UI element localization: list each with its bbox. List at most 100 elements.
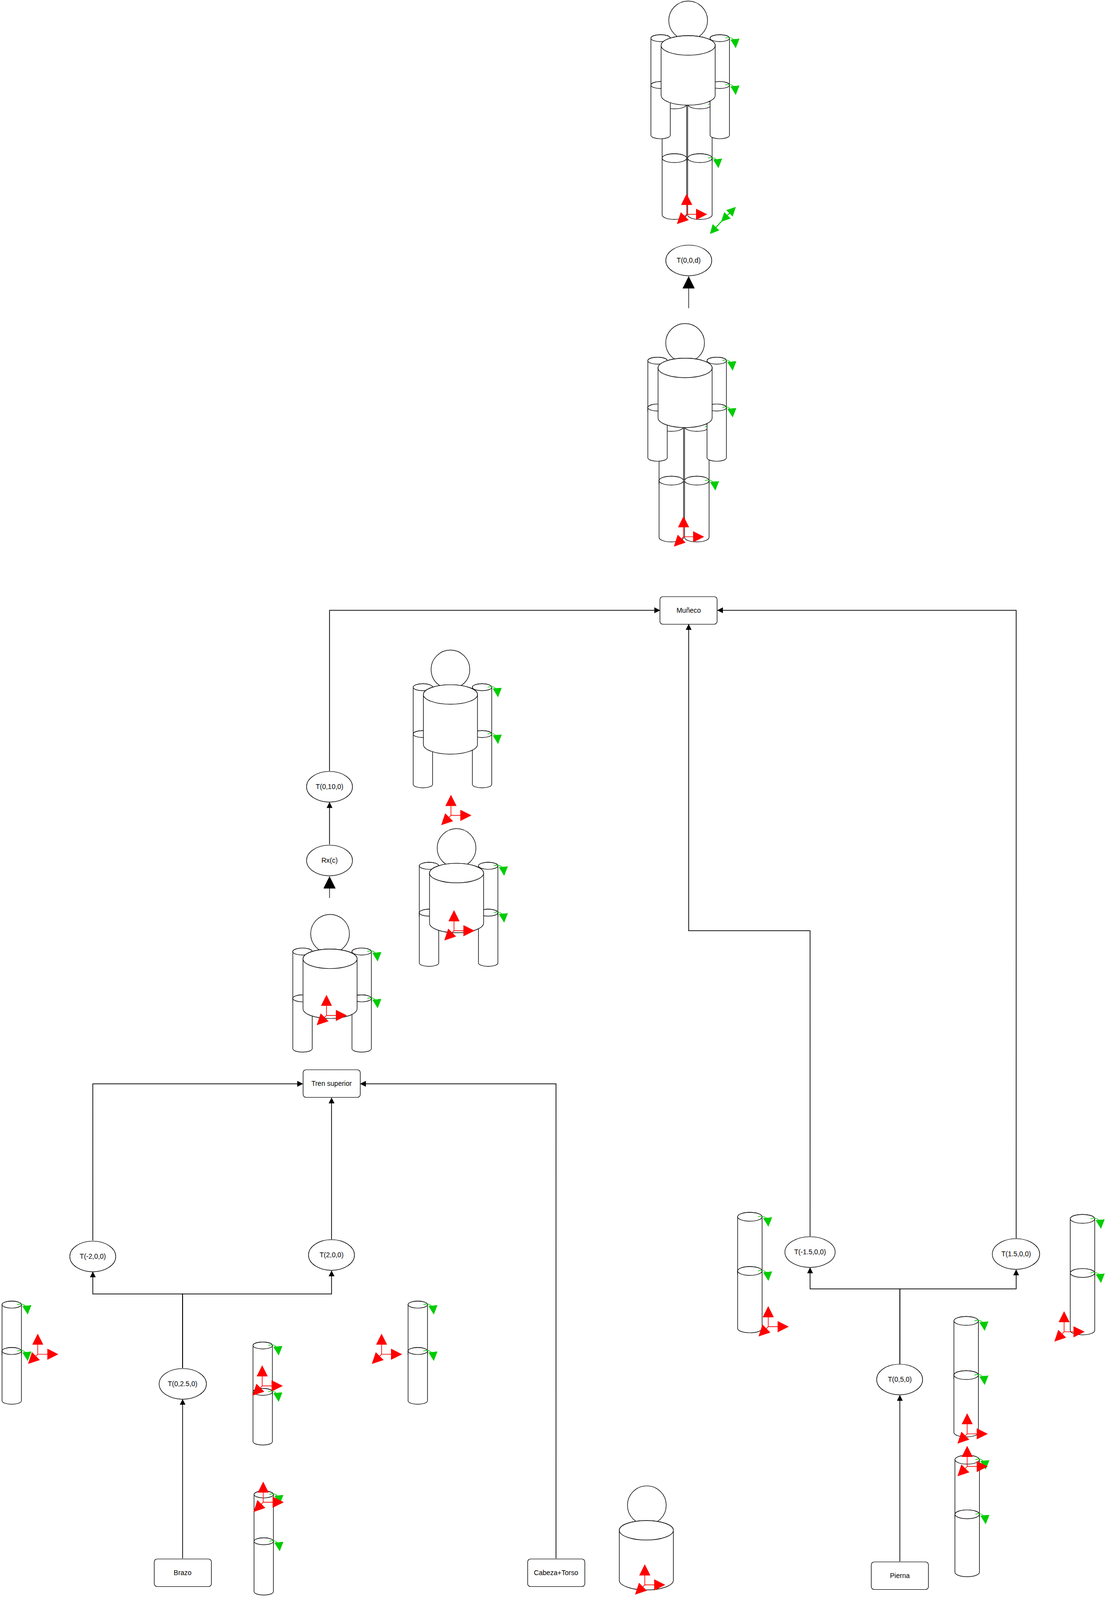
rotation-arrow xyxy=(722,406,733,416)
axis-x xyxy=(966,1465,986,1467)
rotation-arrow xyxy=(975,1513,986,1522)
rotation-arrow xyxy=(974,1319,985,1329)
transform-ellipse: T(0,2.5,0) xyxy=(158,1367,207,1400)
ellipse-outline xyxy=(306,844,353,876)
axis-z xyxy=(959,1466,968,1475)
axis-z xyxy=(253,1385,263,1394)
axis-z xyxy=(678,214,687,223)
rotation-arrow xyxy=(1090,1272,1101,1281)
transform-ellipse: T(-1.5,0,0) xyxy=(784,1235,836,1268)
rect-outline xyxy=(303,1069,361,1098)
rect-outline xyxy=(659,596,718,625)
axis-x xyxy=(453,930,473,931)
axis-z xyxy=(445,930,454,939)
axis-x xyxy=(381,1353,401,1355)
transform-ellipse: T(0,0,d) xyxy=(665,244,713,277)
axis-z xyxy=(373,1354,382,1363)
cylinder-top xyxy=(706,357,727,365)
connector xyxy=(717,610,1016,1238)
transform-ellipse: T(0,5,0) xyxy=(876,1363,924,1396)
rotation-arrow xyxy=(269,1493,280,1503)
head-circle xyxy=(627,1485,666,1524)
node-label: Brazo xyxy=(173,1568,192,1577)
cylinder-top xyxy=(423,684,478,704)
cylinder-top xyxy=(429,862,484,883)
connector xyxy=(328,802,330,845)
axis-x xyxy=(683,536,702,537)
axis-x xyxy=(966,1433,986,1434)
cylinder-body xyxy=(687,153,713,220)
connector xyxy=(92,1271,183,1368)
connector xyxy=(899,1395,901,1561)
axis-x xyxy=(326,1014,346,1016)
rotation-arrow xyxy=(704,479,716,489)
cylinder-top xyxy=(472,683,493,691)
cylinder-top xyxy=(657,358,713,378)
rotation-arrow xyxy=(758,1270,769,1279)
axis-x xyxy=(263,1501,282,1502)
head-circle xyxy=(668,0,708,40)
rotation-arrow xyxy=(487,686,498,696)
connector xyxy=(900,1269,1017,1364)
node-label: T(0,5,0) xyxy=(887,1375,912,1384)
cylinder-top xyxy=(662,153,687,163)
cylinder-body xyxy=(252,1388,273,1445)
transform-ellipse: Rx(c) xyxy=(306,844,353,877)
head-circle xyxy=(665,323,705,363)
cylinder-body xyxy=(953,1370,979,1437)
transform-ellipse: T(2,0,0) xyxy=(308,1238,355,1271)
axis-x xyxy=(37,1353,57,1355)
cylinder-body xyxy=(737,1266,762,1333)
cylinder-body xyxy=(684,422,709,489)
cylinder-top xyxy=(710,34,730,42)
rotation-arrow xyxy=(722,359,733,369)
connector xyxy=(182,1399,184,1559)
rect-outline xyxy=(871,1561,929,1590)
rotation-arrow xyxy=(708,157,719,167)
connector xyxy=(688,624,811,1236)
node-label: T(0,0,d) xyxy=(676,256,701,265)
axis-y xyxy=(644,1565,645,1585)
cylinder-top xyxy=(253,1490,274,1498)
cylinder-top xyxy=(408,1347,428,1355)
cylinder-body xyxy=(303,948,358,1019)
cylinder-top xyxy=(253,1537,274,1545)
axis-x xyxy=(686,213,706,215)
axis-y xyxy=(966,1415,968,1434)
cylinder-top xyxy=(303,948,358,969)
rotation-arrow xyxy=(269,1540,280,1549)
cylinder-body xyxy=(408,1347,428,1404)
connector xyxy=(182,1270,332,1368)
cylinder-body xyxy=(954,1509,980,1577)
node-label: T(1.5,0,0) xyxy=(1001,1249,1031,1258)
ellipse-outline xyxy=(876,1363,923,1395)
rotation-arrow xyxy=(974,1374,985,1383)
cylinder-top xyxy=(1,1300,22,1308)
connector xyxy=(329,610,660,771)
axis-z xyxy=(442,815,452,824)
axis-z xyxy=(959,1433,968,1442)
ellipse-outline xyxy=(784,1236,836,1268)
rect-outline xyxy=(527,1558,585,1587)
rotation-arrow xyxy=(367,997,378,1007)
rotation-arrow xyxy=(725,84,736,94)
rotation-arrow xyxy=(423,1303,434,1313)
cylinder-body xyxy=(662,153,687,220)
group-box: Tren superior xyxy=(302,1068,361,1098)
connector xyxy=(331,1097,333,1240)
cylinder-body xyxy=(684,475,709,542)
cylinder-top xyxy=(351,947,372,955)
axis-x xyxy=(262,1385,281,1386)
axis-y xyxy=(37,1335,39,1355)
node-label: Pierna xyxy=(889,1571,910,1580)
rotation-arrow xyxy=(17,1303,28,1313)
node-label: Muñeco xyxy=(676,606,701,615)
cylinder-body xyxy=(423,684,478,754)
ellipse-outline xyxy=(306,771,353,802)
cylinder-body xyxy=(657,358,713,428)
group-box: Cabeza+Torso xyxy=(527,1558,586,1587)
cylinder-body xyxy=(658,475,684,542)
rotation-arrow xyxy=(493,911,505,921)
